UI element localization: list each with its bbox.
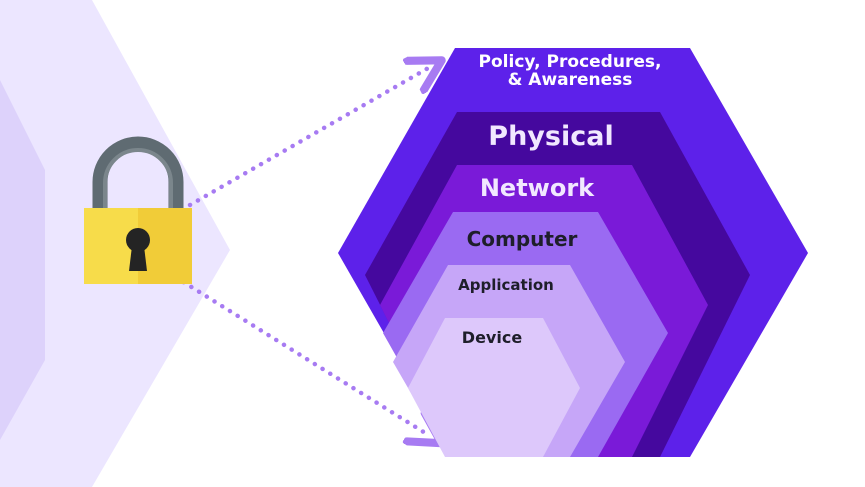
padlock-icon [84, 136, 192, 284]
lock-shackle-highlight [103, 148, 173, 212]
arrow-bottom [142, 255, 430, 436]
layer-label-computer: Computer [467, 227, 578, 251]
arrow-top [187, 67, 430, 208]
layer-label-physical: Physical [488, 121, 613, 152]
layer-device [408, 318, 580, 457]
lock-shackle [92, 136, 184, 212]
layer-label-device: Device [462, 328, 523, 347]
layer-label-network: Network [480, 174, 595, 202]
layer-label-policy-line1: Policy, Procedures, [479, 52, 662, 72]
layer-label-application: Application [458, 276, 554, 294]
layer-label-policy-line2: & Awareness [508, 70, 633, 90]
left-chevron-inner [0, 80, 45, 440]
keyhole [126, 228, 150, 271]
